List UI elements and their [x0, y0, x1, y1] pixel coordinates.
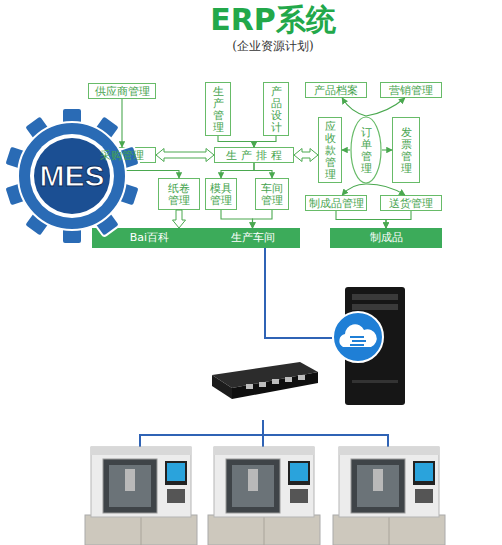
output-bar: 生产车间	[205, 228, 300, 248]
gear-rim	[18, 122, 126, 230]
gear-core	[34, 138, 110, 214]
connector-line	[336, 211, 386, 228]
hollow-arrow	[294, 149, 318, 162]
switch-front	[232, 372, 318, 399]
order-ellipse: 订单管理	[350, 116, 382, 184]
process-box: 制成品管理	[305, 195, 367, 211]
connector-line	[253, 210, 273, 228]
diagram-title: ERP系统	[150, 0, 396, 41]
server-bay	[352, 294, 398, 300]
box-label: 供应商管理	[95, 85, 150, 97]
switch-port	[259, 382, 266, 387]
process-box: 供应商管理	[88, 83, 156, 99]
hollow-arrow	[173, 210, 186, 228]
process-box: 送货管理	[380, 195, 442, 211]
box-label: Bai百科	[130, 232, 169, 245]
process-box: 产品设计	[263, 82, 289, 136]
connector-line	[121, 99, 122, 147]
box-label: 模具管理	[210, 182, 232, 206]
box-label: 营销管理	[389, 84, 433, 96]
switch-port	[298, 375, 305, 380]
connector-line	[342, 98, 366, 116]
box-label: 生产管理	[213, 85, 224, 133]
process-box: 生产管理	[205, 82, 231, 136]
process-box: 车间管理	[255, 178, 289, 210]
box-label: 送货管理	[389, 197, 433, 209]
connector-line	[342, 184, 366, 195]
process-box: 产品档案	[305, 82, 367, 98]
cnc-machine	[208, 447, 320, 545]
connector-line	[221, 163, 254, 178]
process-box: 发票管理	[392, 117, 420, 183]
process-box: 生产排程	[214, 147, 294, 163]
switch-port	[246, 384, 253, 389]
box-label: 应收款管理	[325, 120, 336, 180]
output-bar: 制成品	[330, 228, 442, 248]
process-box: 模具管理	[205, 178, 237, 210]
cnc-machine	[85, 447, 197, 545]
connector-line	[342, 149, 350, 150]
box-label: 采购管理	[100, 149, 144, 161]
box-label: 生产车间	[231, 232, 275, 245]
cloud-icon	[333, 312, 383, 362]
ellipse-shape	[351, 117, 381, 183]
box-label: 发票管理	[401, 126, 412, 174]
connector-line	[366, 98, 405, 116]
box-label: 订单管理	[361, 126, 372, 174]
switch-port	[272, 379, 279, 384]
process-box: 营销管理	[380, 82, 442, 98]
process-box: 应收款管理	[318, 117, 342, 183]
box-label: 生产排程	[226, 149, 286, 161]
switch-side	[212, 375, 232, 399]
connector-line	[221, 210, 253, 228]
connector-line	[218, 136, 254, 147]
box-label: 车间管理	[261, 182, 283, 206]
connector-line	[122, 163, 179, 178]
connector-line	[254, 136, 276, 147]
connector-line	[366, 184, 405, 195]
box-label: 纸卷管理	[168, 182, 190, 206]
mes-label: MES	[39, 159, 104, 193]
box-label: 产品档案	[314, 84, 358, 96]
connector-line	[382, 149, 392, 150]
hollow-arrow	[156, 149, 214, 162]
box-label: 制成品管理	[309, 197, 364, 209]
mes-gear: MES	[2, 106, 142, 246]
switch-ports	[246, 375, 305, 389]
cloud-shape	[339, 324, 376, 347]
cnc-machine	[333, 447, 445, 545]
box-label: 制成品	[370, 232, 403, 245]
server-vent	[352, 380, 398, 383]
network-wire	[265, 248, 332, 338]
cloud-stripes	[350, 337, 366, 345]
connector-line	[254, 163, 272, 178]
gear-ring	[30, 134, 114, 218]
switch-port	[285, 377, 292, 382]
subtitle-label: (企业资源计划)	[173, 38, 373, 55]
connector-line	[386, 211, 411, 228]
process-box: 纸卷管理	[158, 178, 200, 210]
box-label: 产品设计	[271, 85, 282, 133]
server-bay	[352, 304, 398, 310]
